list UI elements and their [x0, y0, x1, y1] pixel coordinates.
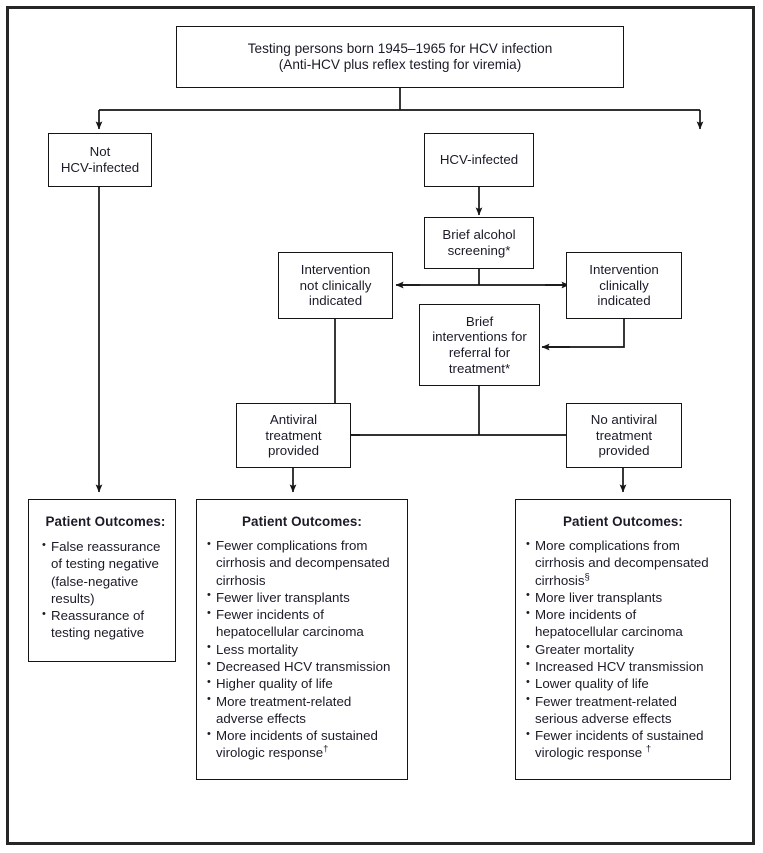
node-antiviral-treatment-provided[interactable]: Antiviral treatment provided [236, 403, 351, 468]
node-not-infected-line-1: Not [89, 144, 111, 160]
node-antiviral-line-1: Antiviral [269, 411, 318, 427]
node-screening[interactable]: Testing persons born 1945–1965 for HCV i… [176, 26, 624, 88]
outcome-list-item: Fewer complications from cirrhosis and d… [207, 537, 397, 589]
outcome-list-right: More complications from cirrhosis and de… [526, 537, 720, 762]
node-intervention-not-clinically-indicated[interactable]: Intervention not clinically indicated [278, 252, 393, 319]
node-no-antiviral-line-2: treatment [595, 427, 653, 443]
outcome-list-item: Fewer incidents of sustained virologic r… [526, 727, 720, 762]
outcome-list-item: Greater mortality [526, 640, 720, 658]
node-infected-line-1: HCV-infected [439, 152, 519, 168]
outcome-list-item: More incidents of sustained virologic re… [207, 727, 397, 762]
node-not-indicated-line-2: not clinically [299, 277, 372, 293]
outcome-list-middle: Fewer complications from cirrhosis and d… [207, 537, 397, 762]
outcome-list-item: Fewer incidents of hepatocellular carcin… [207, 606, 397, 641]
outcome-title-right: Patient Outcomes: [562, 514, 683, 529]
outcome-list-item: False reassurance of testing negative (f… [42, 537, 169, 607]
node-brief-line-2: interventions for [432, 329, 527, 345]
outcome-list-item: Lower quality of life [526, 675, 720, 692]
outcome-list-item: Decreased HCV transmission [207, 657, 397, 675]
node-no-antiviral-treatment-provided[interactable]: No antiviral treatment provided [566, 403, 682, 468]
node-brief-alcohol-screening[interactable]: Brief alcohol screening* [424, 217, 534, 269]
node-brief-line-1: Brief [465, 313, 494, 329]
node-antiviral-line-3: provided [267, 443, 319, 459]
node-alcohol-line-2: screening* [447, 243, 511, 258]
node-antiviral-line-2: treatment [265, 427, 322, 443]
node-hcv-infected[interactable]: HCV-infected [424, 133, 534, 187]
node-not-indicated-line-1: Intervention [300, 261, 371, 277]
figure-border [6, 6, 755, 845]
outcome-box-untreated[interactable]: Patient Outcomes: More complications fro… [515, 499, 731, 780]
outcome-list-item: Fewer treatment-related serious adverse … [526, 692, 720, 728]
node-indicated-line-3: indicated [597, 293, 651, 309]
outcome-box-not-infected[interactable]: Patient Outcomes: False reassurance of t… [28, 499, 176, 662]
node-intervention-clinically-indicated[interactable]: Intervention clinically indicated [566, 252, 682, 319]
node-screening-line-2: (Anti-HCV plus reflex testing for viremi… [278, 57, 522, 72]
outcome-box-treated[interactable]: Patient Outcomes: Fewer complications fr… [196, 499, 408, 780]
outcome-list-item: More liver transplants [526, 588, 720, 606]
node-not-indicated-line-3: indicated [308, 293, 363, 309]
node-screening-line-1: Testing persons born 1945–1965 for HCV i… [247, 40, 553, 56]
outcome-list-item: More incidents of hepatocellular carcino… [526, 606, 720, 641]
node-no-antiviral-line-1: No antiviral [590, 411, 658, 427]
outcome-list-item: More treatment-related adverse effects [207, 692, 397, 728]
outcome-list-item: Less mortality [207, 640, 397, 658]
outcome-list-left: False reassurance of testing negative (f… [42, 537, 169, 642]
node-indicated-line-1: Intervention [589, 261, 659, 277]
node-indicated-line-2: clinically [599, 277, 649, 293]
node-alcohol-line-1: Brief alcohol [442, 227, 516, 243]
outcome-list-item: Higher quality of life [207, 675, 397, 692]
node-not-infected-line-2: HCV-infected [60, 160, 140, 175]
outcome-title-middle: Patient Outcomes: [241, 514, 362, 529]
outcome-list-item: Increased HCV transmission [526, 657, 720, 675]
node-no-antiviral-line-3: provided [598, 443, 650, 459]
node-brief-line-3: referral for [448, 345, 511, 360]
outcome-list-item: Reassurance of testing negative [42, 607, 169, 642]
outcome-list-item: Fewer liver transplants [207, 588, 397, 606]
node-brief-interventions-referral[interactable]: Brief interventions for referral for tre… [419, 304, 540, 386]
outcome-title-left: Patient Outcomes: [45, 514, 166, 529]
node-brief-line-4: treatment* [448, 360, 511, 376]
outcome-list-item: More complications from cirrhosis and de… [526, 537, 720, 589]
node-not-hcv-infected[interactable]: Not HCV-infected [48, 133, 152, 187]
